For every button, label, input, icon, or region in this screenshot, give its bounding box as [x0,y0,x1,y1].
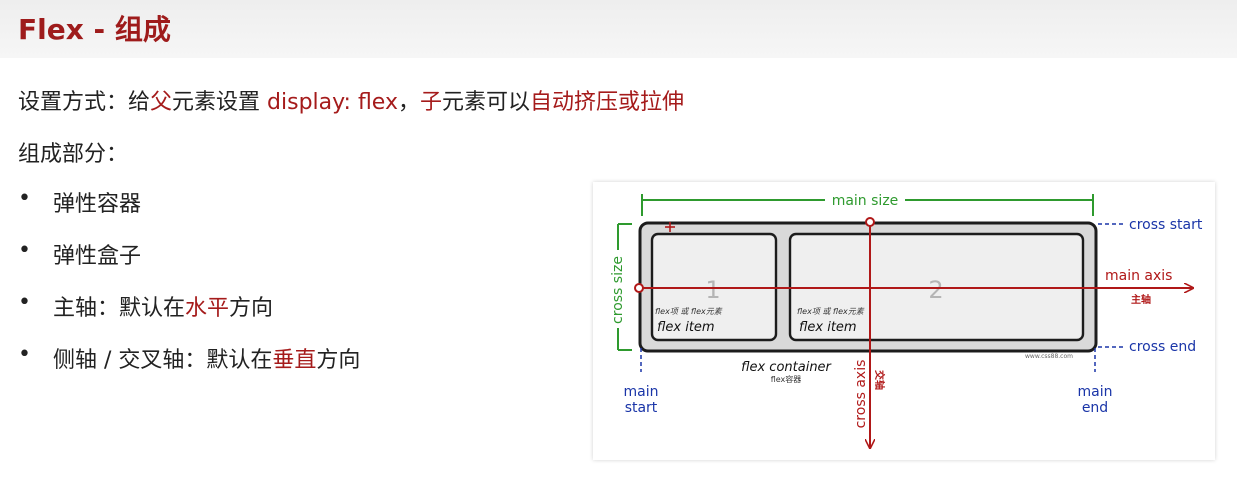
item-2-cn-label: flex项 或 flex元素 [797,307,865,316]
flex-diagram-svg: main size cross size 1 2 flex项 或 flex元素 … [608,190,1203,460]
components-label: 组成部分： [18,142,129,167]
setup-text-3: ， [397,90,420,115]
main-axis-arrow [634,283,1193,293]
main-start-label-line-2: start [625,400,658,416]
bullet-text-cross-axis: 侧轴 / 交叉轴：默认在垂直方向 [53,342,360,374]
bullet-text-flex-container: 弹性容器 [53,192,142,217]
item-2-number: 2 [928,276,943,304]
main-axis-label: main axis [1105,268,1172,284]
flex-container-label: flex container [741,360,832,375]
cross-axis-label: cross axis [853,360,869,429]
item-1-label: flex item [657,320,715,335]
main-size-label: main size [832,193,899,209]
bullet-text-flex-item: 弹性盒子 [53,244,142,269]
setup-text-2: 元素设置 [172,90,268,115]
page-title: Flex - 组成 [18,13,171,46]
cross-axis-post: 方向 [316,348,361,373]
cross-axis-arrow [865,217,875,448]
bullet-dot: • [18,342,31,367]
watermark: www.css88.com [1025,353,1073,360]
setup-method-text: 设置方式：给父元素设置 display: flex，子元素可以自动挤压或拉伸 [18,84,684,116]
header-bar: Flex - 组成 [0,0,1237,58]
main-end-label-line-1: main [1078,384,1113,400]
cross-size-bracket [608,223,632,351]
setup-display-flex-highlight: display: flex [267,90,398,115]
setup-text-1: 设置方式：给 [18,90,151,115]
cross-axis-cn-label: 交轴 [873,370,886,390]
main-size-bracket [641,190,1094,216]
setup-auto-stretch-highlight: 自动挤压或拉伸 [530,90,685,115]
item-2-label: flex item [799,320,857,335]
flex-container-cn-label: flex容器 [771,374,802,384]
setup-parent-highlight: 父 [150,90,173,115]
cross-start-label: cross start [1129,217,1203,233]
main-axis-pre: 主轴：默认在 [53,296,186,321]
flex-diagram: main size cross size 1 2 flex项 或 flex元素 … [593,182,1215,460]
bullet-text-main-axis: 主轴：默认在水平方向 [53,290,273,322]
bullet-dot: • [18,186,31,211]
bullet-dot: • [18,290,31,315]
bullet-dot: • [18,238,31,263]
main-end-label-line-2: end [1082,400,1108,416]
item-1-number: 1 [705,276,720,304]
red-plus-mark [665,222,675,232]
main-axis-post: 方向 [229,296,274,321]
main-axis-horizontal-highlight: 水平 [185,296,230,321]
setup-child-highlight: 子 [420,90,443,115]
setup-text-4: 元素可以 [442,90,531,115]
cross-axis-pre: 侧轴 / 交叉轴：默认在 [53,348,273,373]
cross-size-label: cross size [610,256,626,324]
main-start-label-line-1: main [624,384,659,400]
cross-end-label: cross end [1129,339,1196,355]
main-axis-cn-label: 主轴 [1131,293,1151,306]
item-1-cn-label: flex项 或 flex元素 [655,307,723,316]
cross-axis-vertical-highlight: 垂直 [272,348,317,373]
